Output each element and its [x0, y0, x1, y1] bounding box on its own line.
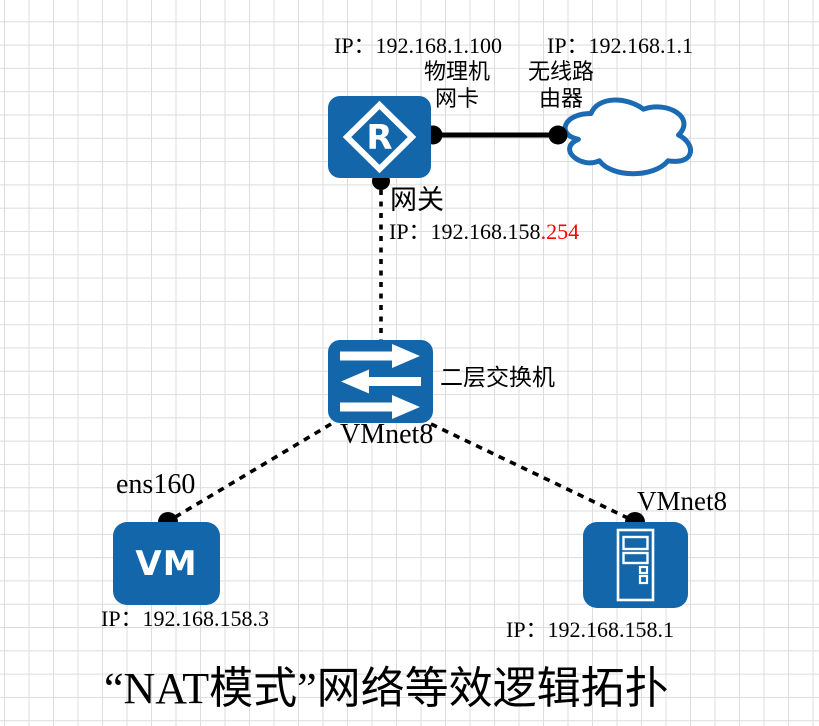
switch-icon	[328, 340, 433, 423]
server-ip-label: IP：192.168.158.1	[506, 617, 675, 642]
link-switch-server	[430, 422, 633, 522]
server-icon	[583, 522, 688, 608]
server-node	[583, 522, 688, 608]
server-net-label: VMnet8	[637, 486, 727, 516]
physical-nic-ip-label: IP：192.168.1.100	[334, 33, 503, 58]
router-node: R	[328, 96, 431, 178]
switch-node	[328, 340, 433, 423]
gateway-label: 网关	[390, 185, 444, 215]
diagram-title: “NAT模式”网络等效逻辑拓扑	[104, 664, 669, 713]
gateway-ip-label: IP：192.168.158.254	[389, 219, 579, 244]
vm-glyph: VM	[135, 543, 198, 584]
vm-icon: VM	[113, 522, 220, 605]
link-switch-vm	[171, 422, 332, 521]
switch-label: 二层交换机	[440, 365, 555, 390]
vm-node: VM	[113, 522, 220, 605]
physical-nic-label: 物理机 网卡	[423, 59, 490, 111]
wireless-router-ip-label: IP：192.168.1.1	[547, 33, 694, 58]
dot-cloud-left	[548, 125, 568, 145]
wireless-router-label: 无线路 由器	[527, 59, 594, 111]
vm-interface-label: ens160	[116, 469, 196, 500]
switch-net-label: VMnet8	[340, 419, 434, 450]
gateway-ip-highlight: .254	[540, 219, 580, 244]
router-glyph: R	[366, 118, 392, 158]
vm-ip-label: IP：192.168.158.3	[101, 606, 270, 631]
gateway-ip-prefix: IP：192.168.158	[389, 219, 541, 244]
router-icon: R	[328, 96, 431, 178]
